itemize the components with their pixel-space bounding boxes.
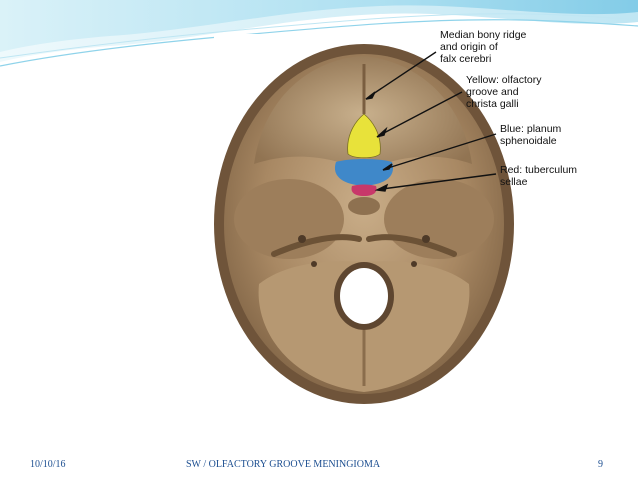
- skull-base-figure: Median bony ridge and origin of falx cer…: [214, 29, 598, 408]
- tuberculum-sellae-region: [351, 184, 377, 196]
- footer-title: SW / OLFACTORY GROOVE MENINGIOMA: [186, 459, 381, 470]
- planum-sphenoidale-region: [334, 159, 394, 186]
- label-blue-planum: Blue: planum sphenoidale: [500, 123, 562, 147]
- label-yellow-olfactory: Yellow: olfactory groove and christa gal…: [466, 74, 542, 110]
- footer-date: 10/10/16: [30, 459, 66, 470]
- label-median-ridge: Median bony ridge and origin of falx cer…: [440, 29, 527, 65]
- olfactory-groove-region: [347, 113, 381, 159]
- footer-page-number: 9: [598, 459, 603, 470]
- label-red-tuberculum: Red: tuberculum sellae: [500, 164, 578, 188]
- skull-base-illustration: [214, 44, 514, 404]
- top-wave-decoration: [0, 0, 638, 67]
